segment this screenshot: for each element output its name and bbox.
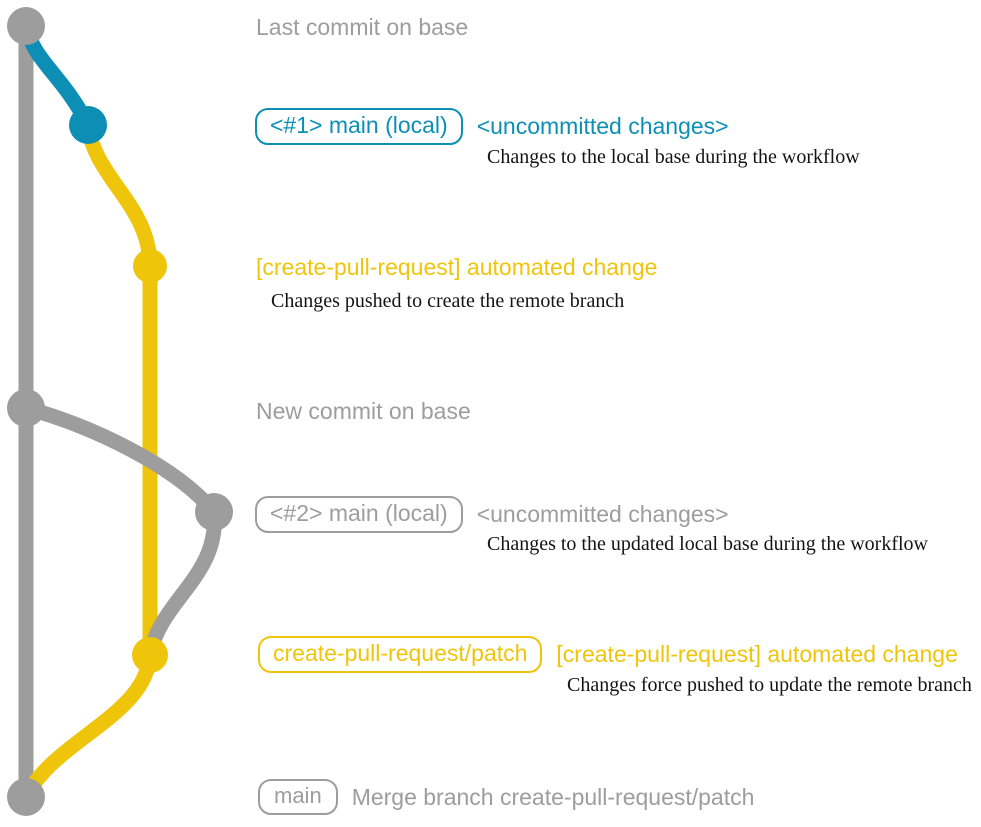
row-local-change-2: <#2> main (local) <uncommitted changes>	[255, 496, 729, 533]
description-automated-change-2: Changes force pushed to update the remot…	[567, 674, 972, 696]
headline-merge-branch: Merge branch create-pull-request/patch	[351, 783, 755, 810]
commit-node-patch-2[interactable]	[132, 637, 168, 673]
caption-last-commit-on-base: Last commit on base	[256, 14, 469, 40]
ref-badge-create-pull-request-patch[interactable]: create-pull-request/patch	[258, 636, 543, 673]
headline-uncommitted-changes-1: <uncommitted changes>	[476, 113, 729, 139]
branch-line-local-2	[18, 400, 222, 520]
row-local-change-1: <#1> main (local) <uncommitted changes>	[255, 108, 729, 145]
description-automated-change-1: Changes pushed to create the remote bran…	[271, 290, 625, 312]
headline-automated-change-2: [create-pull-request] automated change	[556, 641, 958, 667]
commit-node-base-head[interactable]	[7, 7, 45, 45]
commit-node-merge[interactable]	[7, 778, 45, 816]
headline-automated-change-1: [create-pull-request] automated change	[256, 254, 658, 280]
commit-node-local-2[interactable]	[195, 493, 233, 531]
caption-new-commit-on-base: New commit on base	[256, 398, 471, 424]
headline-uncommitted-changes-2: <uncommitted changes>	[476, 501, 729, 527]
row-automated-change-2: create-pull-request/patch [create-pull-r…	[258, 636, 958, 673]
ref-badge-main-local-1[interactable]: <#1> main (local)	[255, 108, 463, 145]
branch-line-local-2-to-patch	[142, 504, 222, 663]
commit-node-local-1[interactable]	[69, 106, 107, 144]
ref-badge-main[interactable]: main	[258, 779, 338, 815]
description-local-change-2: Changes to the updated local base during…	[487, 533, 928, 555]
commit-node-base-new[interactable]	[7, 389, 45, 427]
description-local-change-1: Changes to the local base during the wor…	[487, 146, 860, 168]
commit-node-patch-1[interactable]	[133, 249, 167, 283]
branch-line-merge	[18, 647, 158, 805]
row-merge-commit: main Merge branch create-pull-request/pa…	[258, 779, 754, 815]
ref-badge-main-local-2[interactable]: <#2> main (local)	[255, 496, 463, 533]
